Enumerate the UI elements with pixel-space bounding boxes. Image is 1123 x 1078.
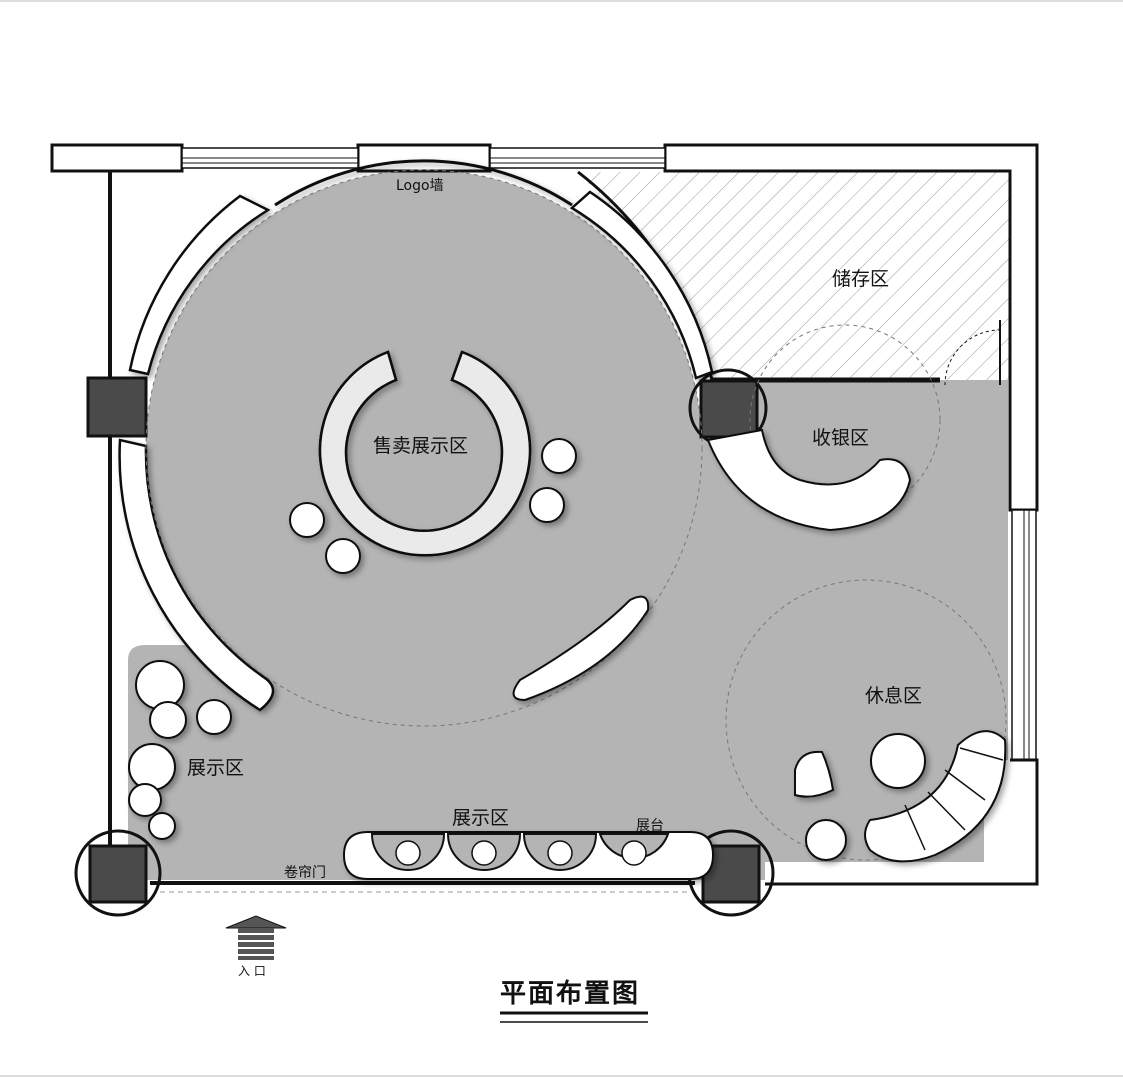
- display-left-label: 展示区: [187, 757, 244, 779]
- stand-label: 展台: [636, 818, 664, 834]
- page-title: 平面布置图: [500, 979, 640, 1009]
- logo-wall-label: Logo墙: [396, 178, 444, 194]
- storage-zone: [578, 172, 1010, 380]
- curved-bench: [512, 595, 650, 702]
- shutter-door-label: 卷帘门: [284, 865, 326, 881]
- sales-stools: [289, 438, 577, 574]
- rest-area: [725, 579, 1007, 863]
- rest-label: 休息区: [865, 685, 922, 707]
- display-bottom-label: 展示区: [452, 807, 509, 829]
- sales-display-label: 售卖展示区: [373, 435, 468, 457]
- storage-label: 储存区: [832, 268, 889, 290]
- display-ring-walls: [118, 159, 714, 712]
- left-display-stools: [128, 660, 232, 840]
- bottom-display-stands: [342, 831, 715, 880]
- sales-display-ring: [318, 350, 532, 557]
- entrance-label: 入 口: [238, 964, 266, 978]
- entrance-arrow-icon: [225, 915, 287, 960]
- cashier-counter: [706, 324, 941, 532]
- cashier-label: 收银区: [812, 427, 869, 449]
